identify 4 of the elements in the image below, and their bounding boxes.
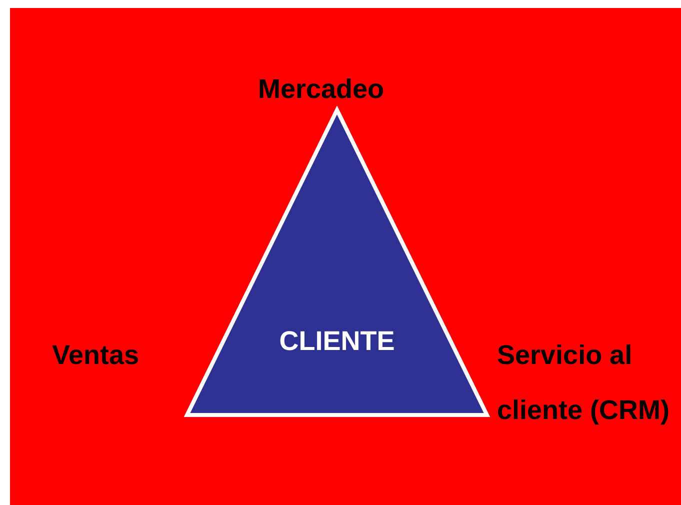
vertex-label: Mercadeo <box>258 73 386 106</box>
center-label: CLIENTE <box>278 325 396 358</box>
vertex-label: Servicio al cliente (CRM) <box>497 339 671 427</box>
vertex-label: Ventas <box>52 339 140 372</box>
